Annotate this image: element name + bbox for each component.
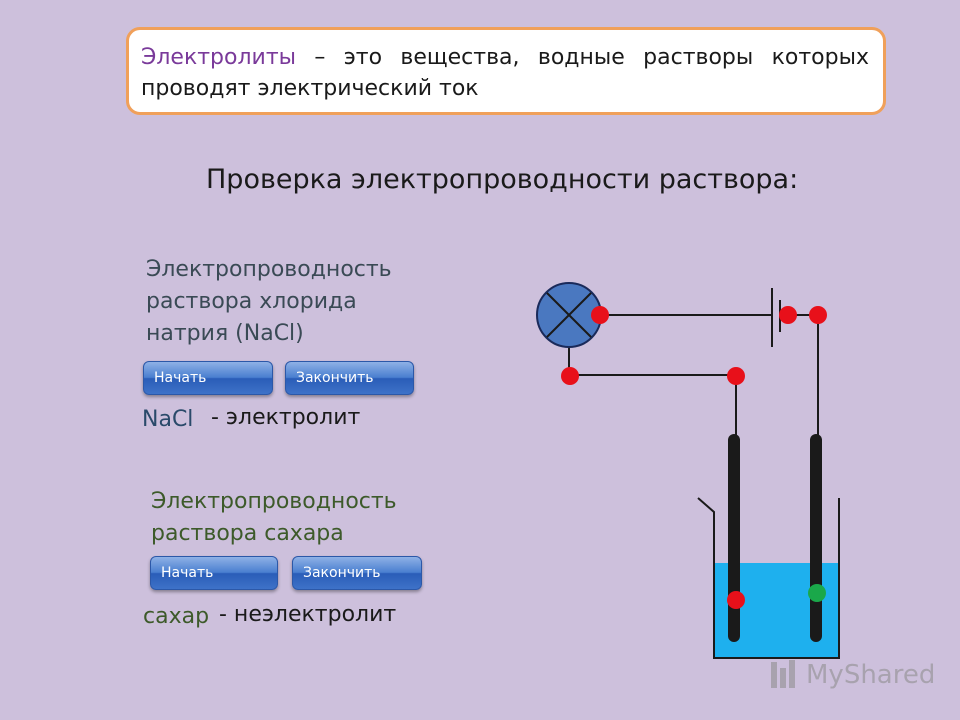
lamp-icon	[536, 282, 602, 348]
battery-icon	[771, 288, 781, 347]
nacl-title-line-1: Электропроводность	[146, 257, 392, 282]
sugar-result: - неэлектролит	[219, 602, 397, 627]
circuit-wires	[568, 314, 819, 440]
circuit-contacts	[561, 306, 827, 609]
sugar-title-line-1: Электропроводность	[151, 489, 397, 514]
watermark-icon	[771, 660, 795, 688]
contact-right-electrode-bottom	[808, 584, 826, 602]
contact-electrode-top	[727, 367, 745, 385]
definition-text: – это вещества, водные растворы которых …	[141, 45, 869, 101]
contact-battery-right	[809, 306, 827, 324]
nacl-start-button[interactable]: Начать	[143, 361, 273, 395]
nacl-stop-button[interactable]: Закончить	[285, 361, 414, 395]
sugar-title-line-2: раствора сахара	[151, 521, 344, 546]
contact-lamp-right	[591, 306, 609, 324]
definition-term: Электролиты	[141, 45, 297, 70]
sugar-formula: сахар	[143, 604, 210, 629]
contact-left-electrode-bottom	[727, 591, 745, 609]
nacl-title-line-3: натрия (NaCl)	[146, 321, 304, 346]
sugar-experiment-title: Электропроводность раствора сахара	[151, 486, 397, 550]
contact-lamp-bottom	[561, 367, 579, 385]
solution-liquid	[714, 563, 839, 658]
nacl-formula: NaCl	[142, 407, 194, 432]
contact-battery-left	[779, 306, 797, 324]
electrodes	[728, 434, 822, 642]
nacl-title-line-2: раствора хлорида	[146, 289, 357, 314]
definition-box: Электролиты – это вещества, водные раств…	[126, 27, 886, 115]
beaker-icon	[697, 497, 840, 659]
nacl-result: - электролит	[211, 405, 361, 430]
sugar-stop-button[interactable]: Закончить	[292, 556, 422, 590]
watermark-logo: MyShared	[768, 658, 935, 694]
sugar-start-button[interactable]: Начать	[150, 556, 278, 590]
watermark-text: MyShared	[806, 660, 936, 690]
nacl-experiment-title: Электропроводность раствора хлорида натр…	[146, 254, 392, 350]
page-heading: Проверка электропроводности раствора:	[206, 164, 799, 195]
